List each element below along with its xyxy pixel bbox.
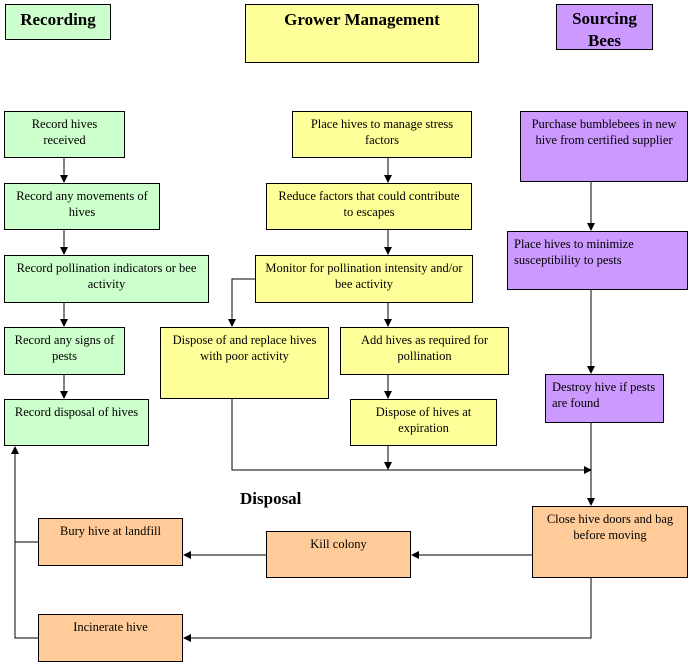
monitor-pollination-box: Monitor for pollination intensity and/or… — [255, 255, 473, 303]
close-hive-doors-box: Close hive doors and bag before moving — [532, 506, 688, 578]
arrow-g3-g4 — [228, 278, 255, 327]
record-pollination-box: Record pollination indicators or bee act… — [4, 255, 209, 303]
dispose-hives-expiration-box: Dispose of hives at expiration — [350, 399, 497, 446]
disposal-title: Disposal — [240, 489, 302, 508]
arrow-d1-d4 — [183, 578, 592, 642]
grower-management-header: Grower Management — [245, 4, 479, 63]
arrow-g4-merge — [231, 399, 592, 474]
dispose-replace-hives-box: Dispose of and replace hives with poor a… — [160, 327, 329, 399]
recording-header: Recording — [5, 4, 111, 40]
sourcing-bees-header: Sourcing Bees — [556, 4, 653, 50]
add-hives-box: Add hives as required for pollination — [340, 327, 509, 375]
kill-colony-box: Kill colony — [266, 531, 411, 578]
bury-hive-landfill-box: Bury hive at landfill — [38, 518, 183, 566]
incinerate-hive-box: Incinerate hive — [38, 614, 183, 662]
record-disposal-box: Record disposal of hives — [4, 399, 149, 446]
record-pests-box: Record any signs of pests — [4, 327, 125, 375]
place-hives-stress-box: Place hives to manage stress factors — [292, 111, 472, 158]
place-hives-pests-box: Place hives to minimize susceptibility t… — [507, 231, 688, 290]
arrow-d4-r5 — [11, 446, 38, 639]
record-hives-received-box: Record hives received — [4, 111, 125, 158]
reduce-escape-factors-box: Reduce factors that could contribute to … — [266, 183, 472, 230]
record-movements-box: Record any movements of hives — [4, 183, 160, 230]
purchase-bumblebees-box: Purchase bumblebees in new hive from cer… — [520, 111, 688, 182]
destroy-hive-box: Destroy hive if pests are found — [545, 374, 664, 423]
